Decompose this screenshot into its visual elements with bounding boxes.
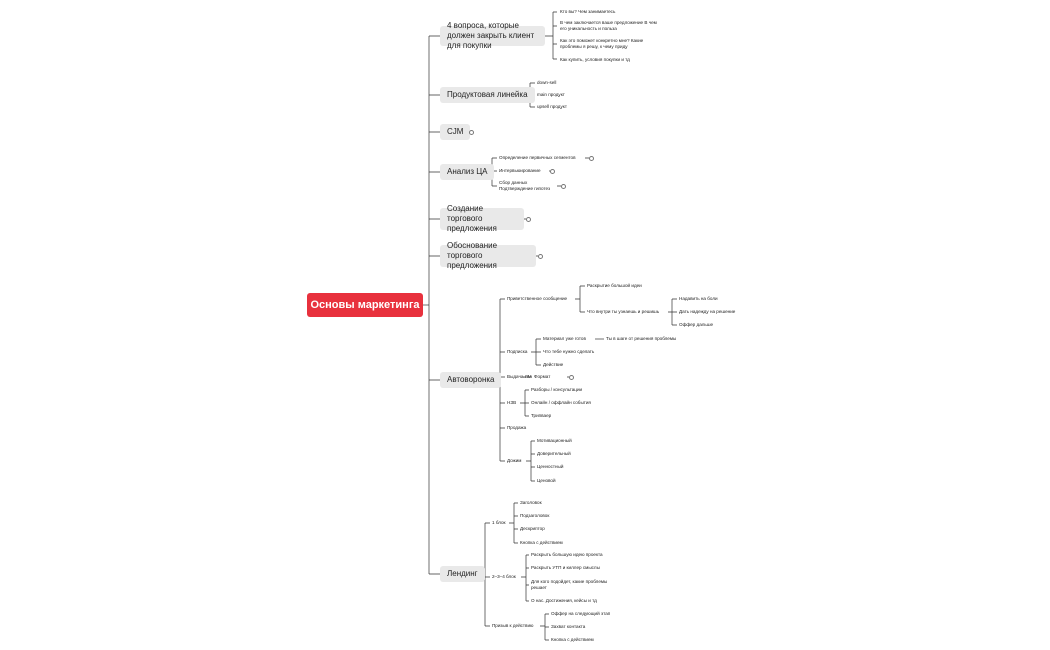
welcome-sub-item[interactable]: Оффер дальше (679, 322, 714, 327)
subscription[interactable]: Подписка (507, 349, 528, 354)
lead-magnet[interactable]: Выдача ЛМ (507, 374, 532, 379)
collapsed-indicator-icon[interactable] (561, 183, 566, 189)
block-1-item[interactable]: Подзаголовок (520, 513, 550, 518)
collapsed-indicator-icon[interactable] (538, 253, 543, 259)
dozhim-item[interactable]: Мотивационный (537, 438, 572, 443)
cta-item[interactable]: Захват контакта (551, 624, 586, 629)
b4-item[interactable]: Сбор данных Подтверждение гипотез (499, 180, 551, 191)
dozhim-item[interactable]: Ценностный (537, 464, 564, 469)
branch-landing[interactable]: Лендинг (440, 566, 485, 582)
branch-offer-creation[interactable]: Создание торгового предложения (440, 204, 524, 233)
subscription-item[interactable]: Материал уже готов (543, 336, 586, 341)
dozhim-item[interactable]: Доверительный (537, 451, 571, 456)
branch-4-questions[interactable]: 4 вопроса, которые должен закрыть клиент… (440, 21, 545, 50)
welcome-sub-item[interactable]: Надавить на боли (679, 296, 718, 301)
block-1-item[interactable]: Кнопка с действием (520, 540, 563, 545)
collapsed-indicator-icon[interactable] (569, 374, 574, 380)
b1-item[interactable]: Кто вы? Чем занимаетесь (560, 9, 616, 14)
collapsed-indicator-icon[interactable] (469, 129, 474, 135)
b4-item[interactable]: Интервьюирование (499, 168, 541, 173)
subscription-item[interactable]: Действие (543, 362, 564, 367)
cta-item[interactable]: Оффер на следующий этап (551, 611, 611, 616)
subscription-note[interactable]: Ты в шаге от решения проблемы (606, 336, 677, 341)
welcome-message[interactable]: Приветственное сообщение (507, 296, 568, 301)
b2-item[interactable]: upsell продукт (537, 104, 567, 109)
branch-offer-justification[interactable]: Обоснование торгового предложения (440, 241, 536, 270)
collapsed-indicator-icon[interactable] (526, 216, 531, 222)
collapsed-indicator-icon[interactable] (550, 168, 555, 174)
welcome-sub-item[interactable]: Дать надежду на решение (679, 309, 736, 314)
welcome-item[interactable]: Раскрытие большой идеи (587, 283, 642, 288)
welcome-item[interactable]: Что внутри ты узнаешь и решишь (587, 309, 660, 314)
b1-item[interactable]: Как это поможет конкретно мне? Какие про… (560, 38, 644, 49)
dozhim[interactable]: Дожим (507, 458, 522, 463)
block-2-3-4[interactable]: 2–3–4 блок (492, 574, 516, 579)
lead-magnet-format[interactable]: Формат (534, 374, 551, 379)
block-1[interactable]: 1 блок (492, 520, 506, 525)
dozhim-item[interactable]: Ценовой (537, 478, 556, 483)
branch-product-line[interactable]: Продуктовая линейка (440, 87, 535, 103)
b2-item[interactable]: down-sell (537, 80, 557, 85)
cta-item[interactable]: Кнопка с действием (551, 637, 594, 642)
nzv-item[interactable]: Разборы / консультации (531, 387, 583, 392)
block-2-3-4-item[interactable]: О нас. Достижения, кейсы и тд (531, 598, 597, 603)
block-2-3-4-item[interactable]: Для кого подойдет, какие проблемы решает (531, 579, 608, 590)
b2-item[interactable]: main продукт (537, 92, 565, 97)
block-2-3-4-item[interactable]: Раскрыть большую идею проекта (531, 552, 603, 557)
block-1-item[interactable]: Заголовок (520, 500, 542, 505)
b4-item[interactable]: Определение первичных сегментов (499, 155, 576, 160)
sale[interactable]: Продажа (507, 425, 527, 430)
nzv-item[interactable]: Трипваер (531, 413, 552, 418)
nzv[interactable]: НЗВ (507, 400, 517, 405)
branch-autofunnel[interactable]: Автоворонка (440, 372, 502, 388)
root-node[interactable]: Основы маркетинга (307, 293, 423, 317)
subscription-item[interactable]: Что тебе нужно сделать (543, 349, 595, 354)
block-2-3-4-item[interactable]: Раскрыть УТП и киллер смыслы (531, 565, 600, 570)
collapsed-indicator-icon[interactable] (589, 155, 594, 161)
block-1-item[interactable]: Дескриптор (520, 526, 545, 531)
branch-audience-analysis[interactable]: Анализ ЦА (440, 164, 495, 180)
branch-cjm[interactable]: CJM (440, 124, 471, 140)
b1-item[interactable]: Как купить, условия покупки и тд (560, 57, 630, 62)
b1-item[interactable]: В чем заключается ваше предложение В чем… (560, 20, 657, 31)
call-to-action[interactable]: Призыв к действию (492, 623, 534, 628)
nzv-item[interactable]: Онлайн / оффлайн события (531, 400, 591, 405)
